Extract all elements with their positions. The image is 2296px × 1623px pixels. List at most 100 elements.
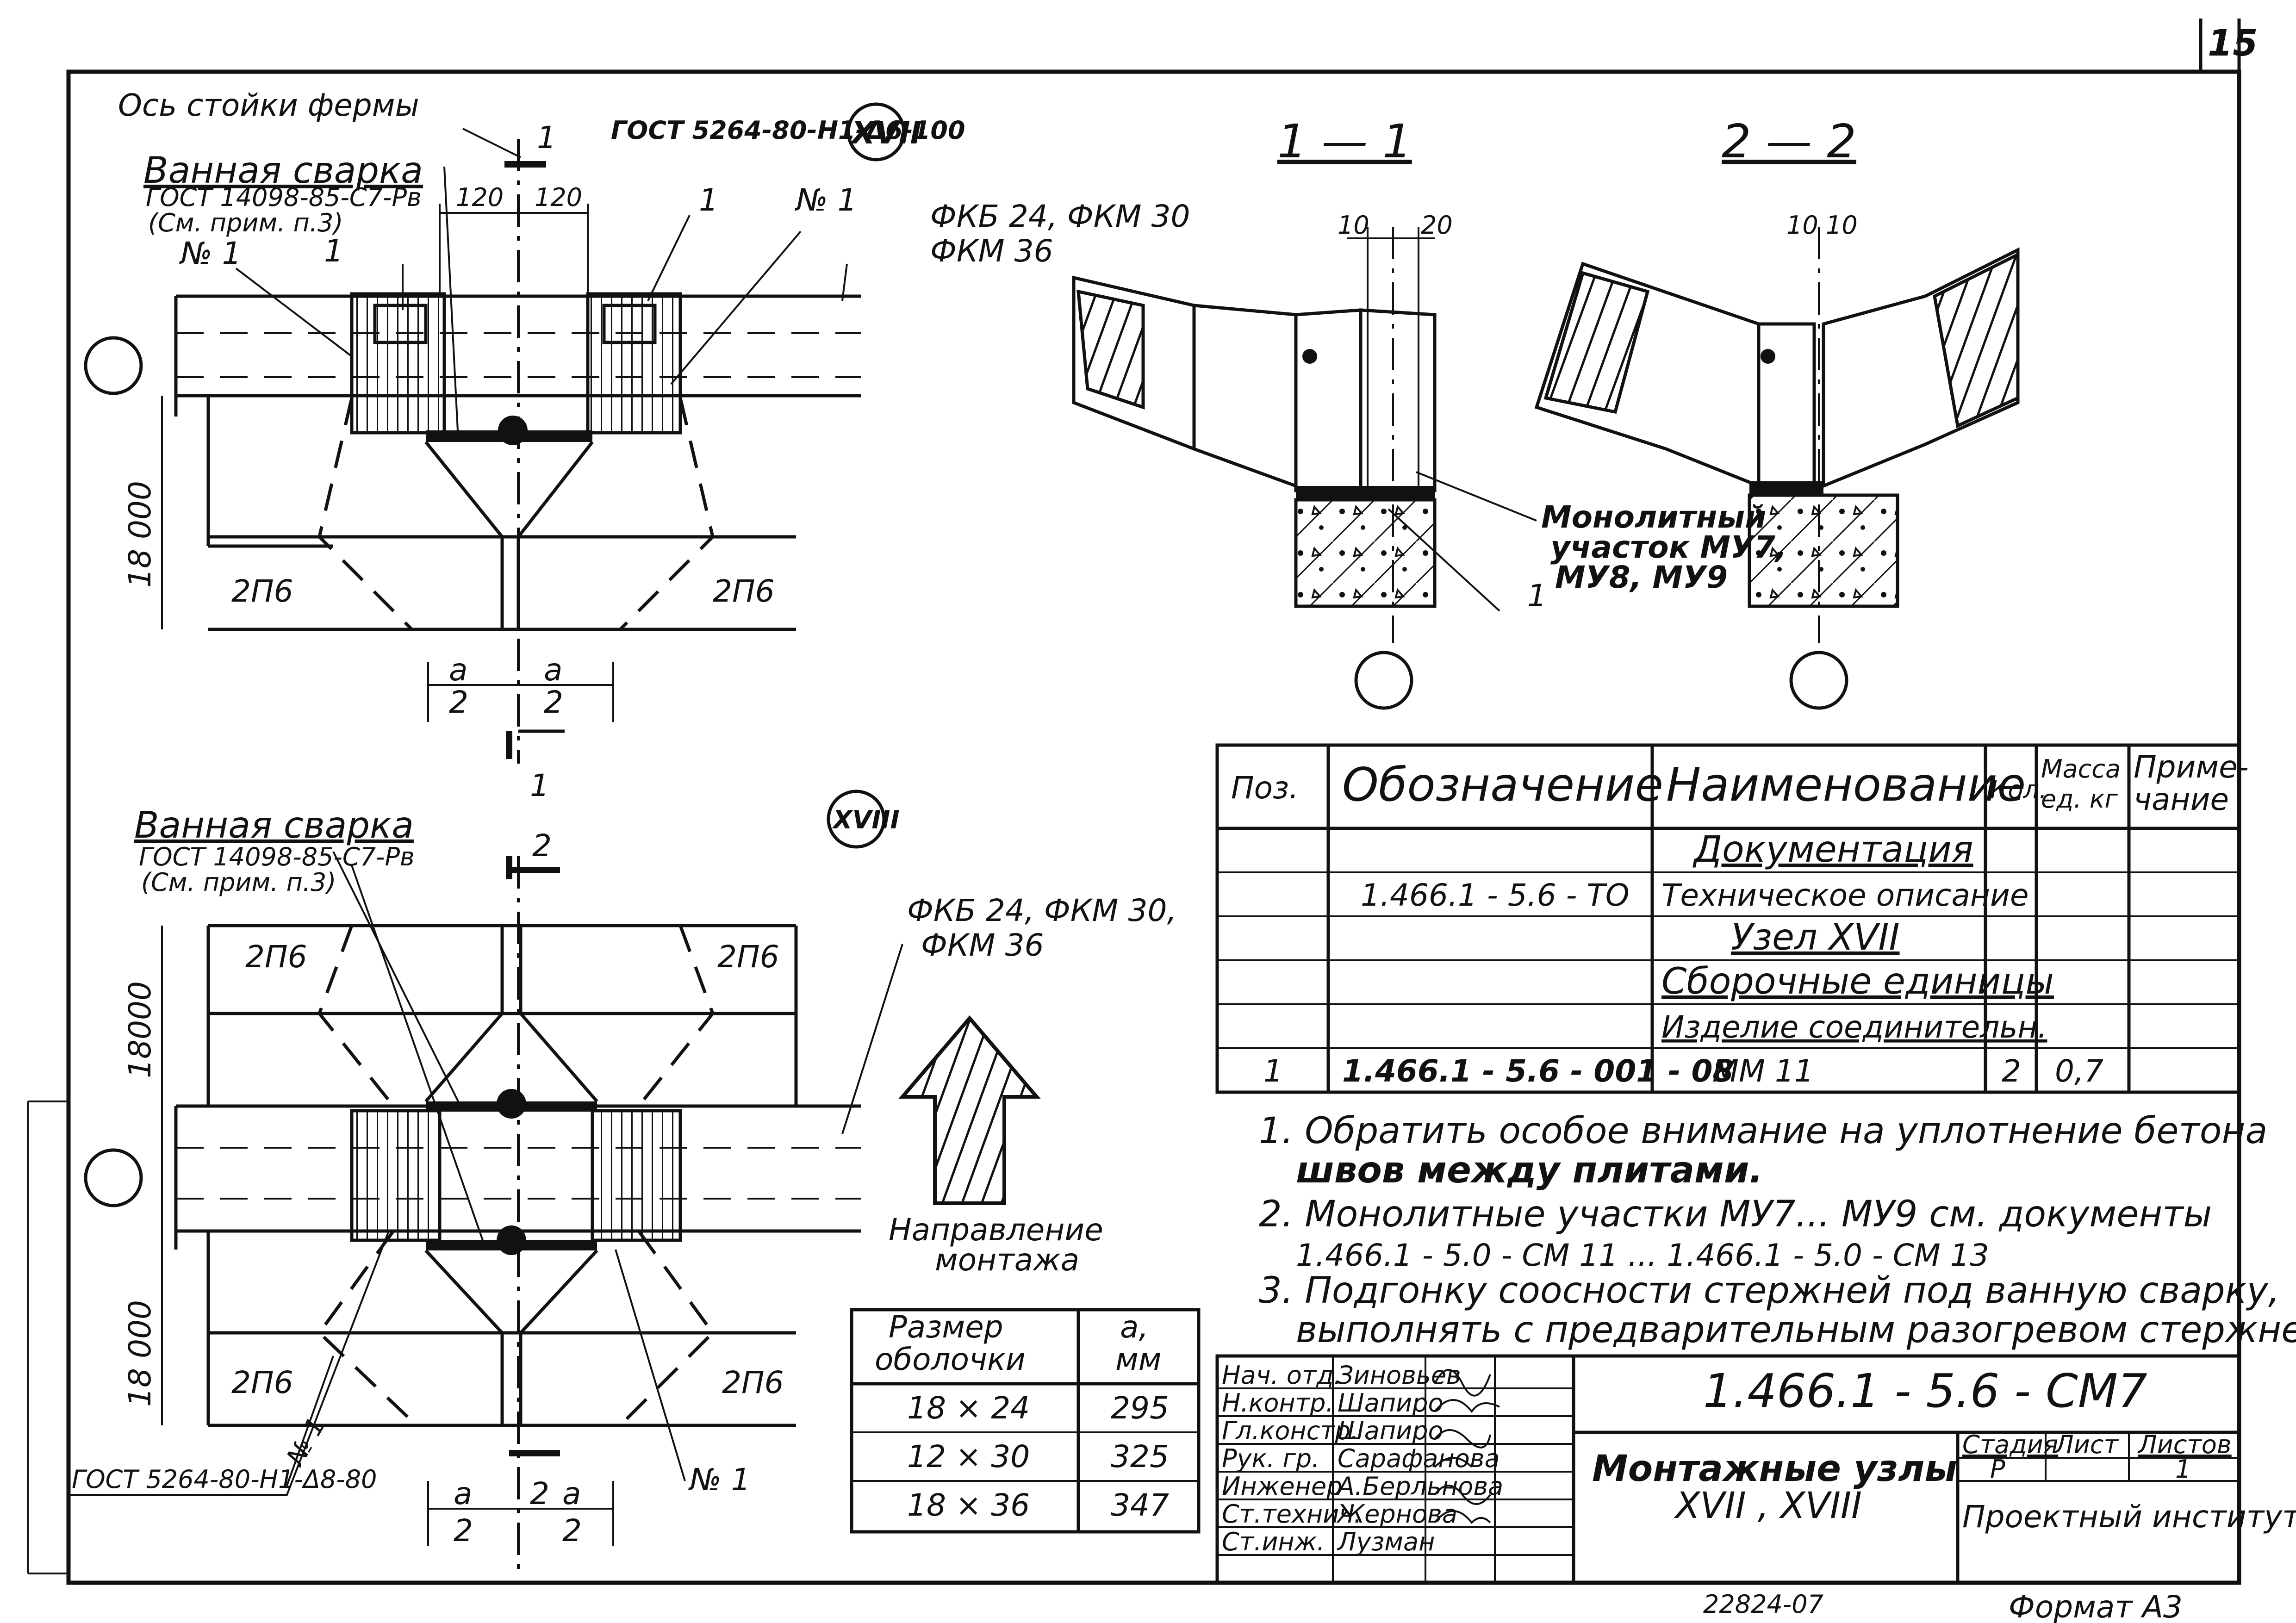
- mono-label-3: МУ8, МУ9: [1555, 560, 1728, 595]
- shell-header-2a: a,: [1120, 1309, 1148, 1345]
- slab-label-left: 2П6: [231, 573, 293, 609]
- mounting-direction-arrow: [898, 1015, 1041, 1205]
- notes-block: 1. Обратить особое внимание на уплотнени…: [1259, 1110, 2296, 1351]
- shell-header-1a: Размер: [889, 1309, 1003, 1345]
- section-1-1-dim-b: 20: [1421, 211, 1453, 240]
- height-dim-mid: 18000: [122, 981, 158, 1078]
- spec-row-0: Документация: [1692, 829, 1973, 871]
- tb-staff-role: Гл.констр.: [1222, 1416, 1358, 1445]
- spec-row-name: Изделие соединительн.: [1661, 1009, 2047, 1045]
- roman-xvii: XVII: [850, 115, 921, 151]
- tb-staff-name: А.Берльнова: [1336, 1472, 1503, 1501]
- tb-title-2: XVII , XVIII: [1674, 1485, 1862, 1527]
- shell-row-size: 18 × 24: [907, 1390, 1030, 1426]
- height-dim-low: 18 000: [122, 1300, 158, 1407]
- part-label-right: № 1: [795, 182, 857, 218]
- section-1-1-dim-a: 10: [1338, 211, 1369, 240]
- shell-row-size: 12 × 30: [907, 1439, 1030, 1474]
- slab-label-br: 2П6: [722, 1365, 784, 1400]
- section-1-1-pos: 1: [1527, 578, 1547, 614]
- shell-row: 12 × 30 325: [907, 1439, 1169, 1474]
- half-a-left-num: a: [449, 652, 467, 688]
- weld-gost-bottom: ГОСТ 14098-85-С7-Рв: [139, 842, 415, 871]
- spec-header-name: Наименование: [1666, 758, 2026, 812]
- part-label-left: № 1: [179, 236, 242, 271]
- spec-header-mass-1: Масса: [2041, 754, 2121, 784]
- spec-header-note-2: чание: [2134, 782, 2229, 817]
- note-line-6: выполнять с предварительным разогревом с…: [1296, 1309, 2296, 1351]
- height-dim-top: 18 000: [122, 481, 158, 588]
- part-label-bottom: № 1: [688, 1462, 751, 1498]
- tb-staff-role: Н.контр.: [1222, 1388, 1334, 1418]
- spec-header-mass-2: ед. кг: [2041, 784, 2118, 814]
- section-1-1-title: 1 — 1: [1277, 114, 1412, 168]
- shell-header-2b: мм: [1115, 1342, 1162, 1377]
- spec-row-2: Узел XVII: [1731, 917, 1899, 958]
- tb-staff-row: Нач. отд. Зиновьев: [1222, 1361, 1461, 1390]
- spec-row-name: Сборочные единицы: [1661, 961, 2054, 1002]
- tb-stage-label: Стадия: [1962, 1430, 2058, 1459]
- dim-120-left: 120: [456, 183, 504, 212]
- shell-table: [850, 1308, 1201, 1534]
- tb-staff-row: Гл.констр. Шапиро: [1222, 1416, 1444, 1445]
- slab-label-bl: 2П6: [231, 1365, 293, 1400]
- shell-header-1b: оболочки: [875, 1342, 1026, 1377]
- mono-label-1: Монолитный: [1541, 499, 1766, 535]
- spec-row-1: 1.466.1 - 5.6 - ТО Техническое описание: [1361, 877, 2029, 913]
- section-2-2-dim-a: 10: [1786, 211, 1818, 240]
- tb-staff-row: Ст.технич. Жернова: [1222, 1499, 1457, 1529]
- inventory-number: 22824-07: [1703, 1590, 1823, 1619]
- section-mark-top: 1: [537, 120, 556, 155]
- dim-120-right: 120: [535, 183, 582, 212]
- spec-row-designation: 1.466.1 - 5.6 - ТО: [1361, 877, 1630, 913]
- mono-label-2: участок МУ7,: [1550, 529, 1787, 565]
- tb-sheets-label: Листов: [2137, 1430, 2232, 1459]
- tb-code: 1.466.1 - 5.6 - СМ7: [1703, 1364, 2147, 1418]
- tb-org: Проектный институт 1: [1962, 1499, 2296, 1535]
- section-mark-2-top: 2: [532, 828, 552, 864]
- slab-label-tl: 2П6: [245, 939, 307, 975]
- spec-row-designation: 1.466.1 - 5.6 - 001 - 08: [1342, 1053, 1734, 1089]
- spec-row-name: Узел XVII: [1731, 917, 1899, 958]
- half-a-left-den: 2: [449, 684, 468, 720]
- tb-staff-role: Инженер: [1222, 1472, 1342, 1501]
- tb-title-1: Монтажные узлы: [1592, 1448, 1957, 1490]
- part-label-small: № 1: [280, 1412, 331, 1471]
- spec-row-name: Техническое описание: [1661, 877, 2029, 913]
- tb-sheets-value: 1: [2175, 1455, 2191, 1484]
- node-xvii-drawing: [84, 128, 861, 764]
- weld-note-top: (См. прим. п.3): [148, 208, 343, 237]
- axis-label: Ось стойки фермы: [118, 87, 419, 123]
- tb-staff-name: Сарафанова: [1338, 1444, 1500, 1473]
- tb-staff-role: Ст.инж.: [1222, 1527, 1325, 1556]
- format-label: Формат А3: [2009, 1589, 2183, 1623]
- truss-label-2: ФКМ 36: [930, 233, 1053, 269]
- tb-staff-name: Жернова: [1336, 1499, 1457, 1529]
- section-2-2-title: 2 — 2: [1722, 114, 1856, 168]
- section-mark-2-bottom: 2: [530, 1476, 549, 1511]
- note-line-2: швов между плитами.: [1296, 1150, 1763, 1191]
- shell-row: 18 × 24 295: [907, 1390, 1169, 1426]
- spec-row-qty: 2: [2002, 1053, 2021, 1089]
- tb-staff-row: Н.контр. Шапиро: [1222, 1388, 1444, 1418]
- spec-row-4: Изделие соединительн.: [1661, 1009, 2047, 1045]
- shell-row: 18 × 36 347: [907, 1487, 1169, 1523]
- spec-header-designation: Обозначение: [1342, 758, 1663, 812]
- half-a-b-right-num: a: [562, 1476, 581, 1511]
- spec-row-name: ММ 11: [1712, 1053, 1814, 1089]
- spec-table: [1215, 743, 2241, 1094]
- weld-note-bottom: (См. прим. п.3): [141, 868, 336, 897]
- truss-label-b1: ФКБ 24, ФКМ 30,: [907, 893, 1176, 928]
- gost-bottom: ГОСТ 5264-80-Н1-Δ8-80: [72, 1465, 377, 1494]
- arrow-caption-2: монтажа: [935, 1242, 1079, 1278]
- tb-staff-name: Шапиро: [1338, 1388, 1444, 1418]
- tb-staff-role: Нач. отд.: [1222, 1361, 1342, 1390]
- weld-gost-top: ГОСТ 14098-85-С7-Рв: [146, 183, 422, 212]
- weld-label-top: Ванная сварка: [143, 150, 423, 192]
- shell-row-a: 347: [1111, 1487, 1169, 1523]
- tb-staff-role: Рук. гр.: [1222, 1444, 1319, 1473]
- page-number: 15: [2208, 23, 2258, 64]
- truss-label-1: ФКБ 24, ФКМ 30: [930, 199, 1190, 234]
- tb-staff-row: Инженер А.Берльнова: [1222, 1472, 1503, 1501]
- roman-circle-xvii: [846, 102, 906, 162]
